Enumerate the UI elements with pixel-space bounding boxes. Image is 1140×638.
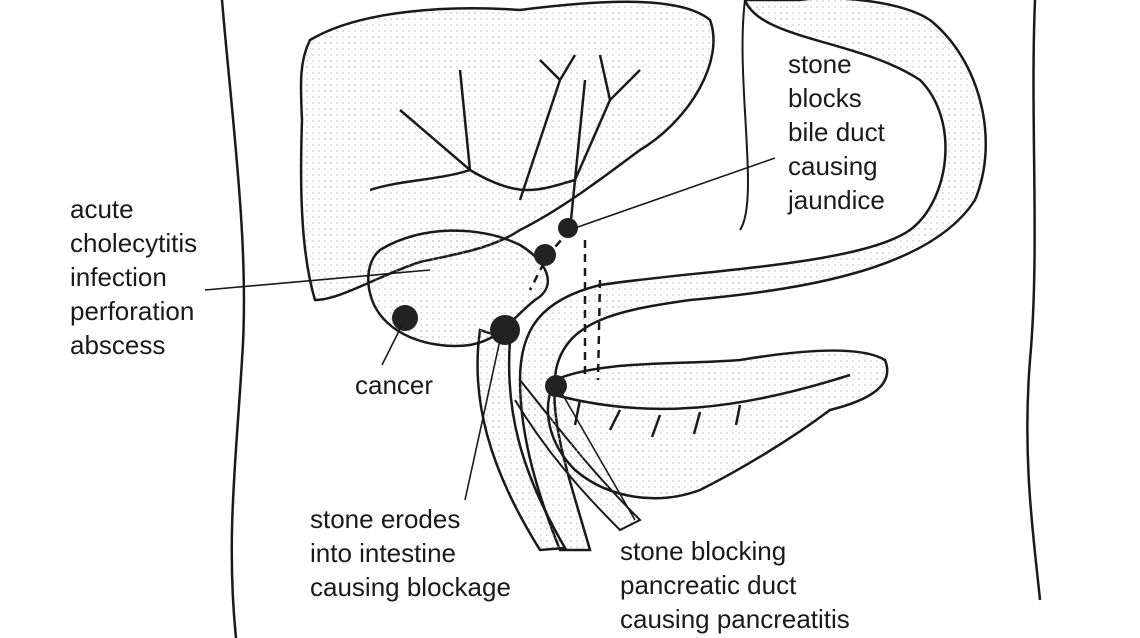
pancreatic-duct xyxy=(554,373,851,411)
label-line: stone blocking xyxy=(620,536,787,566)
label-stone-erodes-intestine: stone erodes into intestine causing bloc… xyxy=(310,502,511,604)
leader-cancer xyxy=(381,324,403,366)
label-line: pancreatic duct xyxy=(620,570,797,600)
label-line: bile duct xyxy=(788,117,885,147)
label-cancer: cancer xyxy=(355,370,434,400)
label-line: infection xyxy=(70,262,167,292)
label-line: jaundice xyxy=(788,185,885,215)
duodenum xyxy=(518,0,987,552)
label-stone-blocking-pancreatic-duct: stone blocking pancreatic duct causing p… xyxy=(620,534,850,636)
stomach-inner xyxy=(739,0,750,231)
leader-jaundice xyxy=(574,157,776,229)
label-line: cholecytitis xyxy=(70,228,198,258)
label-line: abscess xyxy=(70,330,166,360)
stone-cystic-duct xyxy=(534,244,556,266)
bile-duct-branches xyxy=(369,54,641,231)
label-line: perforation xyxy=(70,296,195,326)
label-line: into intestine xyxy=(310,538,456,568)
label-line: causing xyxy=(788,151,878,181)
body-outline-right xyxy=(1026,0,1042,601)
cancer-mass xyxy=(392,305,418,331)
leader-cholecystitis xyxy=(204,269,431,291)
leader-pancreatitis xyxy=(559,389,636,521)
label-line: stone xyxy=(788,49,852,79)
leader-intestine xyxy=(464,339,501,501)
label-line: acute xyxy=(70,194,134,224)
label-acute-cholecystitis: acute cholecytitis infection perforation… xyxy=(70,192,197,362)
gallbladder xyxy=(367,229,549,348)
liver xyxy=(299,0,715,302)
intestine xyxy=(476,328,568,552)
label-stone-blocks-bile-duct: stone blocks bile duct causing jaundice xyxy=(788,47,885,217)
body-outline-left xyxy=(220,0,246,638)
stone-pancreatic xyxy=(545,375,567,397)
pancreas xyxy=(546,349,889,500)
label-line: causing blockage xyxy=(310,572,511,602)
label-line: blocks xyxy=(788,83,862,113)
stone-bile-duct xyxy=(558,218,578,238)
label-line: causing pancreatitis xyxy=(620,604,850,634)
stone-intestine xyxy=(490,315,520,345)
label-line: stone erodes xyxy=(310,504,461,534)
